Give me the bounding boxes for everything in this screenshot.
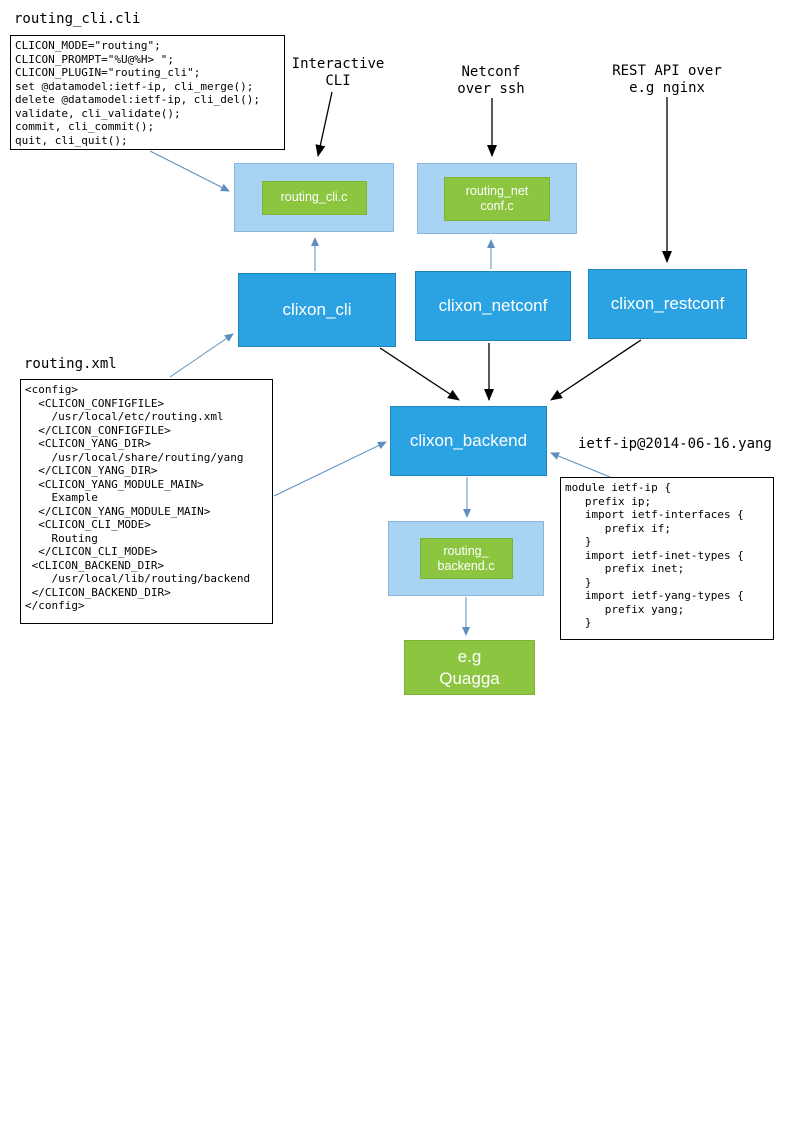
routing-netconf-c-node: routing_net conf.c xyxy=(444,176,550,221)
arrow-clixoncli-to-backend xyxy=(379,347,460,401)
clixon-netconf-label: clixon_netconf xyxy=(438,296,548,315)
clixon-restconf-label: clixon_restconf xyxy=(610,294,725,313)
netconf-plugin-container: routing_net conf.c xyxy=(417,163,577,234)
backend-plugin-container: routing_ backend.c xyxy=(388,521,544,596)
routing-backend-c-label: routing_ backend.c xyxy=(437,543,495,573)
clixon-netconf-node: clixon_netconf xyxy=(415,271,571,341)
arrow-xmlfile-to-clixoncli xyxy=(169,333,234,378)
arrow-clixonrestconf-to-backend xyxy=(550,339,642,401)
yang-file-code-box: module ietf-ip { prefix ip; import ietf-… xyxy=(560,477,774,640)
quagga-label: e.g Quagga xyxy=(439,646,500,688)
clixon-backend-label: clixon_backend xyxy=(409,431,528,450)
xml-file-title: routing.xml xyxy=(24,356,117,372)
routing-backend-c-node: routing_ backend.c xyxy=(419,538,513,579)
routing-netconf-c-label: routing_net conf.c xyxy=(465,183,529,213)
yang-file-title: ietf-ip@2014-06-16.yang xyxy=(578,436,772,452)
arrow-xmlfile-to-backend xyxy=(273,441,387,497)
xml-file-code-box: <config> <CLICON_CONFIGFILE> /usr/local/… xyxy=(20,379,273,624)
rest-api-label: REST API over e.g nginx xyxy=(612,63,722,96)
arrow-yangfile-to-backend xyxy=(550,452,611,478)
cli-file-code-box: CLICON_MODE="routing"; CLICON_PROMPT="%U… xyxy=(10,35,285,150)
clixon-cli-node: clixon_cli xyxy=(238,273,396,347)
routing-cli-c-label: routing_cli.c xyxy=(280,190,348,204)
quagga-node: e.g Quagga xyxy=(404,640,535,695)
clixon-backend-node: clixon_backend xyxy=(390,406,547,476)
cli-plugin-container: routing_cli.c xyxy=(234,163,394,232)
arrow-clifile-to-cli-plugin xyxy=(149,150,230,192)
arrow-interactivecli-to-cli-plugin xyxy=(315,91,333,157)
interactive-cli-label: Interactive CLI xyxy=(291,56,385,89)
netconf-over-ssh-label: Netconf over ssh xyxy=(457,64,525,97)
clixon-cli-label: clixon_cli xyxy=(282,300,352,319)
routing-cli-c-node: routing_cli.c xyxy=(261,180,367,215)
clixon-restconf-node: clixon_restconf xyxy=(588,269,747,339)
cli-file-title: routing_cli.cli xyxy=(14,11,141,27)
